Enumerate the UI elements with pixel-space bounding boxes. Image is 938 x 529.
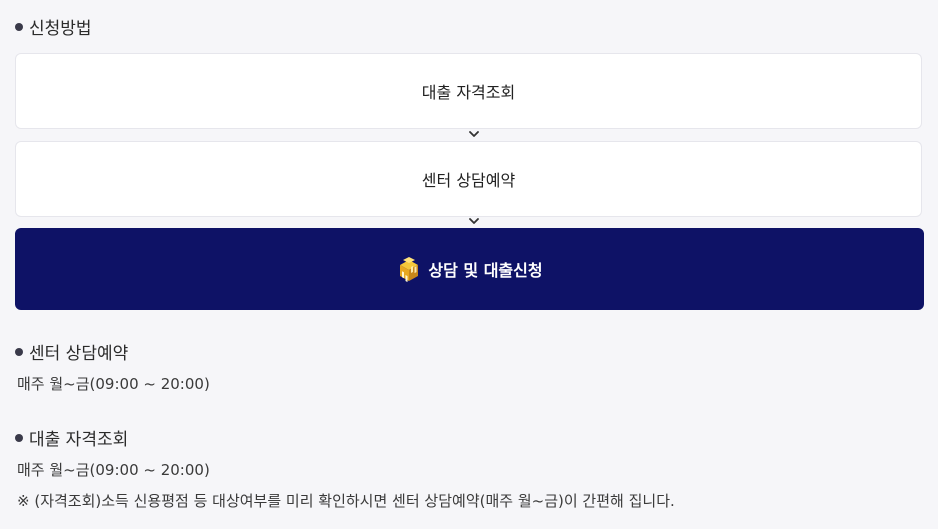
- step-loan-inquiry-label: 대출 자격조회: [421, 83, 516, 102]
- chevron-down-icon: [469, 218, 479, 224]
- method-section-title: 신청방법: [15, 14, 92, 39]
- bullet-icon: [15, 347, 23, 356]
- loan-inquiry-hours: 매주 월~금(09:00 ~ 20:00): [17, 461, 210, 479]
- bullet-icon: [15, 22, 23, 31]
- center-reservation-title-text: 센터 상담예약: [29, 344, 129, 364]
- apply-consultation-loan-button[interactable]: 상담 및 대출신청: [15, 228, 924, 310]
- loan-inquiry-title: 대출 자격조회: [15, 425, 128, 450]
- center-reservation-hours: 매주 월~금(09:00 ~ 20:00): [17, 375, 210, 393]
- step-loan-inquiry[interactable]: 대출 자격조회: [15, 53, 922, 129]
- center-reservation-title: 센터 상담예약: [15, 339, 128, 364]
- chevron-down-icon: [469, 131, 479, 137]
- building-icon: [396, 254, 422, 284]
- loan-inquiry-note: ※ (자격조회)소득 신용평점 등 대상여부를 미리 확인하시면 센터 상담예약…: [17, 492, 675, 510]
- method-section-title-text: 신청방법: [29, 19, 92, 39]
- loan-inquiry-title-text: 대출 자격조회: [29, 430, 129, 450]
- step-center-reservation[interactable]: 센터 상담예약: [15, 141, 922, 217]
- bullet-icon: [15, 433, 23, 442]
- apply-button-label: 상담 및 대출신청: [428, 261, 543, 280]
- step-center-reservation-label: 센터 상담예약: [421, 171, 516, 190]
